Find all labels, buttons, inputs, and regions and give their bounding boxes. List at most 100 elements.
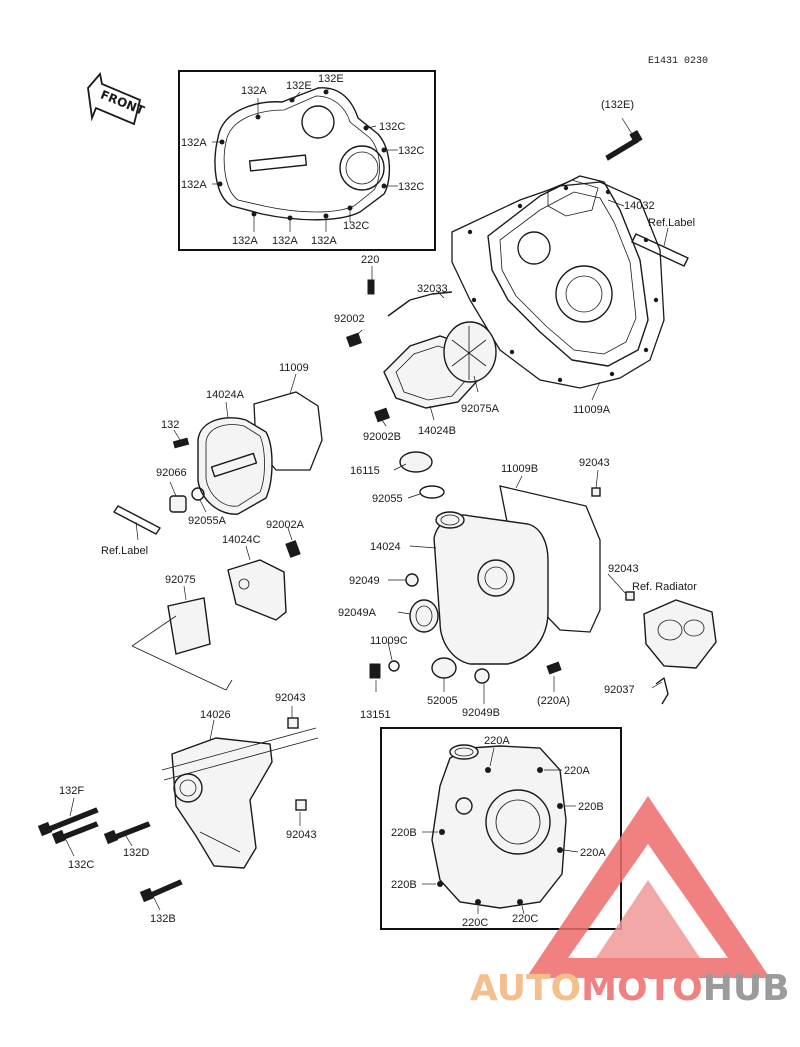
label-132a-b1: 132A [232, 235, 258, 247]
label-14024b: 14024B [418, 425, 456, 437]
label-11009a: 11009A [573, 404, 611, 416]
label-92043-ll-a: 92043 [275, 692, 306, 704]
top-detail-box: 132A 132E 132E 132A 132C 132C 132A 132C … [178, 70, 436, 251]
ref-label-strip-left [113, 505, 161, 535]
top-cover-slot [248, 154, 308, 172]
label-132c-1: 132C [379, 121, 405, 133]
label-132d: 132D [123, 847, 149, 859]
label-14024: 14024 [370, 541, 401, 553]
label-132: 132 [161, 419, 179, 431]
label-14032: 14032 [624, 200, 655, 212]
bracket-14024c [227, 559, 287, 621]
top-cover-dome [339, 145, 385, 191]
label-92049a: 92049A [338, 607, 377, 619]
cover-14024-boss [477, 559, 515, 597]
plug-92066 [169, 495, 187, 513]
watermark-hub: HUB [703, 968, 790, 1009]
oring-11009c [388, 660, 400, 672]
cover-14024 [433, 514, 549, 665]
gasket-11009a [451, 181, 665, 389]
label-11009b: 11009B [501, 463, 538, 475]
sprocket-cover-assembly: 92043 14026 132F 132C 132D 92043 132B [37, 692, 319, 925]
label-92066: 92066 [156, 467, 187, 479]
collar-52005 [431, 657, 457, 679]
label-132e-paren: (132E) [601, 99, 634, 111]
label-132c-4: 132C [343, 220, 369, 232]
label-132a-b2: 132A [272, 235, 298, 247]
label-220b-b2: 220B [391, 827, 417, 839]
cap-16115 [399, 451, 433, 473]
label-16115: 16115 [350, 465, 380, 477]
label-14024c: 14024C [222, 534, 261, 546]
label-92037: 92037 [604, 684, 635, 696]
top-box-frame [178, 70, 436, 251]
bolt-13151 [369, 663, 381, 679]
label-132a-top: 132A [241, 85, 267, 97]
seal-92049b [474, 668, 490, 684]
cover-14032 [487, 175, 649, 367]
label-220b-b3: 220B [391, 879, 417, 891]
watermark-auto: AUTO [470, 968, 581, 1009]
label-132c-3: 132C [398, 181, 424, 193]
label-92043-center-a: 92043 [579, 457, 610, 469]
svg-text:AUTOMOTOHUB: AUTOMOTOHUB [470, 968, 790, 1009]
cover-14024a [197, 417, 273, 515]
label-220a-b1: 220A [484, 735, 510, 747]
cover-14026 [171, 737, 273, 869]
seal-92049a [409, 599, 439, 633]
label-220a-paren: (220A) [537, 695, 570, 707]
label-132c-ll: 132C [68, 859, 94, 871]
top-cover-outline [214, 87, 391, 221]
label-132a-b3: 132A [311, 235, 337, 247]
pump-cover-assembly: 220 32033 92002 92075A 92002B 14024B [334, 254, 500, 443]
watermark-triangle-icon [526, 796, 770, 978]
front-arrow-icon: FRONT [87, 72, 147, 126]
label-ref-radiator: Ref. Radiator [632, 581, 697, 593]
bottom-cover-bolts [437, 767, 563, 905]
watermark-moto: MOTO [581, 968, 703, 1009]
label-132a-left2: 132A [181, 179, 207, 191]
label-92055: 92055 [372, 493, 403, 505]
label-220c-b2: 220C [512, 913, 538, 925]
label-92002b: 92002B [363, 431, 401, 443]
spacer-92043-b [295, 799, 307, 811]
bracket-and-plate: 14024C 92002A 92075 [131, 519, 305, 691]
filler-neck [435, 511, 465, 529]
label-92002: 92002 [334, 313, 365, 325]
label-220b-b1: 220B [578, 801, 604, 813]
label-220: 220 [361, 254, 379, 266]
label-92049b: 92049B [462, 707, 500, 719]
top-cover-bolts [217, 89, 387, 221]
label-52005: 52005 [427, 695, 458, 707]
label-14026: 14026 [200, 709, 231, 721]
radiator-fitting [643, 599, 717, 705]
label-220a-b3: 220A [580, 847, 606, 859]
label-220a-b2: 220A [564, 765, 590, 777]
label-132f: 132F [59, 785, 84, 797]
bottom-box-frame [380, 727, 622, 930]
label-ref-label-right: Ref.Label [648, 217, 695, 229]
spacer-92043-a [287, 717, 299, 729]
diagram-code: E1431 0230 [648, 56, 708, 67]
label-92043-center-b: 92043 [608, 563, 639, 575]
label-92002a: 92002A [266, 519, 305, 531]
hose-32033 [387, 291, 453, 317]
bottom-detail-box: 220A 220A 220B 220B 220A 220B 220C 220C [380, 727, 622, 930]
label-132b: 132B [150, 913, 176, 925]
label-13151: 13151 [360, 709, 391, 721]
label-132c-2: 132C [398, 145, 424, 157]
oring-92055a [191, 487, 205, 501]
left-cover-assembly: 11009 14024A 132 92066 92055A Ref.Label [101, 362, 323, 557]
label-32033: 32033 [417, 283, 448, 295]
right-crankcase-cover: (132E) 14032 Ref.Label 11009A [451, 99, 695, 416]
label-92043-ll-b: 92043 [286, 829, 317, 841]
label-11009c: 11009C [370, 635, 408, 647]
ref-label-strip-right [631, 233, 689, 267]
label-132a-left: 132A [181, 137, 207, 149]
plate-92075 [167, 597, 211, 655]
radiator-fitting-body [643, 599, 717, 669]
label-132e-2: 132E [318, 73, 344, 85]
label-92075a: 92075A [461, 403, 500, 415]
oring-92055 [419, 485, 445, 499]
